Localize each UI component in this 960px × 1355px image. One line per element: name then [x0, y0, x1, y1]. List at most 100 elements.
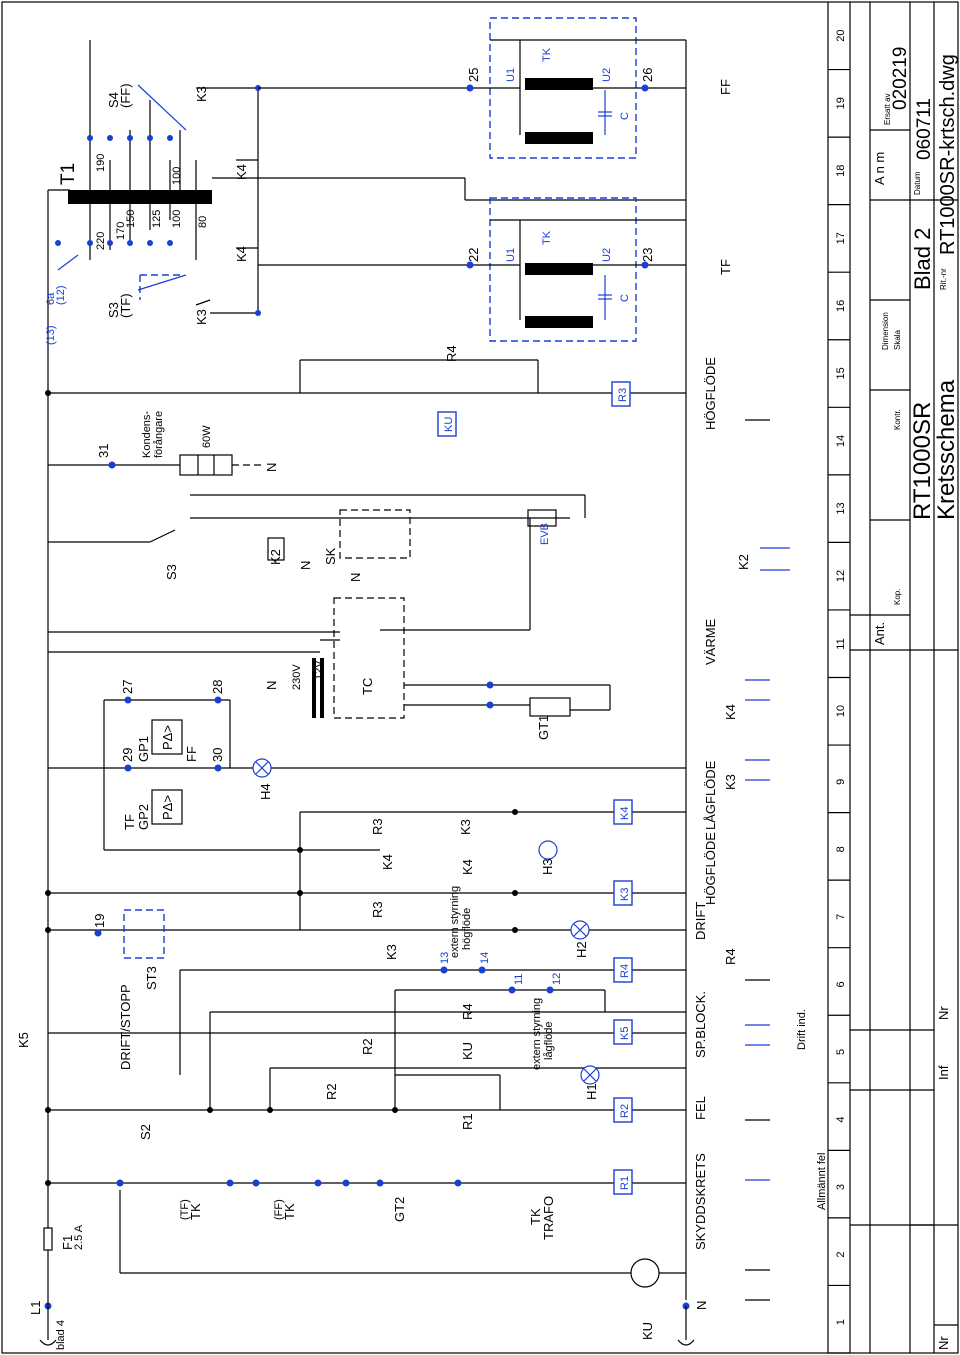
grid-column-number: 15	[835, 367, 847, 379]
r3-contact-label: R3	[370, 818, 385, 835]
title-ritnr-value: RT1000SR-krtsch.dwg	[937, 54, 959, 255]
control-block: S3 K2 N SK N EVB 230V 12V N TC GT1 VÄRME	[48, 494, 718, 740]
grid-column-number: 2	[835, 1252, 847, 1258]
drift-stopp-block: 19 ST3 DRIFT/STOPP 13 14 11 12 R4 K5 R4 …	[16, 909, 708, 1110]
tf-section-label: TF	[718, 259, 733, 275]
power-rails	[47, 40, 687, 1300]
tap-125: 125	[151, 210, 163, 228]
r2-coil-label: R2	[619, 1104, 631, 1118]
grid-column-number: 20	[835, 30, 847, 42]
tap-80: 80	[197, 216, 209, 228]
k3-coil-label: K3	[619, 888, 631, 901]
n-label: N	[694, 1301, 709, 1310]
c-tf-label: C	[619, 294, 631, 302]
grid-column-number: 4	[835, 1116, 847, 1122]
gp1-label: GP1	[136, 736, 151, 762]
gp2-label: GP2	[136, 804, 151, 830]
grid-column-number: 3	[835, 1184, 847, 1190]
r2-contact2-label: R2	[324, 1083, 339, 1100]
fel-label: FEL	[693, 1096, 708, 1120]
r3-coil-label: R3	[617, 388, 629, 402]
r4-ref-label: R4	[723, 948, 738, 965]
tr-n-label: N	[264, 681, 279, 690]
grid-column-number: 16	[835, 300, 847, 312]
fuse-rating: 2.5 A	[73, 1224, 85, 1250]
k4-top2-label: K4	[234, 164, 249, 180]
grid-column-number: 9	[835, 779, 847, 785]
title-drawing: RT1000SR	[909, 402, 936, 520]
grid-column-number: 5	[835, 1049, 847, 1055]
k4-contact2-label: K4	[460, 859, 475, 875]
relay-rows: R3 K3 K4 R3 K4 K3 H3 H2 K4 K3 extern sty…	[45, 760, 718, 960]
ext-lag-label: extern styrning	[531, 998, 543, 1070]
heater-label: 60W	[201, 425, 213, 448]
blad-label: blad 4	[55, 1320, 67, 1350]
tk-trafo-label: TK	[528, 1208, 543, 1225]
supply-section: L1 blad 4 N F1 2.5 A KU	[28, 1190, 709, 1350]
t1-label: T1	[58, 163, 79, 185]
title-dimension: Dimension	[881, 312, 890, 350]
title-datum-value: 060711	[914, 98, 935, 160]
k2-n-label: N	[298, 561, 313, 570]
t31-label: 31	[96, 444, 111, 458]
t26-label: 26	[640, 68, 655, 82]
t13-label: 13	[439, 952, 451, 964]
title-subtitle: Kretsschema	[933, 379, 960, 520]
lagflode-label: LÅGFLÖDE	[703, 760, 718, 830]
tk-ff-row-label: (FF)	[273, 1199, 285, 1220]
ku-contact-label: KU	[460, 1042, 475, 1060]
r2-contact-label: R2	[360, 1038, 375, 1055]
s3-13-label: (13)	[45, 325, 57, 345]
k4-top-label: K4	[234, 246, 249, 262]
ku-motor-label: KU	[640, 1322, 655, 1340]
s4-ff-label: (FF)	[118, 83, 133, 108]
heater-row: 31 Kondens- förångare 60W N	[48, 411, 279, 476]
gp1-pd-label: PΔ>	[160, 725, 175, 750]
grid-column-number: 19	[835, 97, 847, 109]
k3-contact2-label: K3	[384, 944, 399, 960]
s3-tf-label: (TF)	[118, 293, 133, 318]
grid-column-number: 12	[835, 570, 847, 582]
hogflode1-label: HÖGFLÖDE	[703, 832, 718, 905]
tk-tf-row-label: (TF)	[179, 1199, 191, 1220]
t19-label: 19	[92, 914, 107, 928]
v230-label: 230V	[291, 664, 303, 690]
grid-column-number: 13	[835, 502, 847, 514]
gp2-pd-label: PΔ>	[160, 795, 175, 820]
tap-190: 190	[95, 154, 107, 172]
grid-column-number: 1	[835, 1319, 847, 1325]
tap-150: 150	[125, 210, 137, 228]
grid-column-number: 11	[835, 638, 847, 649]
h1-label: H1	[584, 1083, 599, 1100]
ku-relay-label: KU	[443, 417, 455, 432]
u2-tf-label: U2	[601, 248, 613, 262]
trafo-label: TRAFO	[541, 1196, 556, 1240]
cooler-ff: 25 26 U1 U2 C TK FF	[466, 17, 733, 159]
transformer-t1: T1 220 190 170 150 125 100 100 80 (13) 6…	[45, 40, 212, 345]
evb-label: EVB	[539, 523, 551, 545]
gt2-label: GT2	[392, 1197, 407, 1222]
k2-ref-label: K2	[736, 554, 751, 570]
kondens-label: Kondens-	[141, 411, 153, 458]
k3-top-label: K3	[194, 309, 209, 325]
s2-label: S2	[138, 1124, 153, 1140]
fuse-label: F1	[60, 1235, 75, 1250]
tk-ff-label: TK	[541, 47, 553, 62]
c-ff-label: C	[619, 112, 631, 120]
tap-100b: 100	[171, 167, 183, 185]
skyddskrets-label: SKYDDSKRETS	[693, 1153, 708, 1250]
varme-label: VÄRME	[703, 618, 718, 665]
ff-box-label: FF	[184, 746, 199, 762]
tk-row2-label: TK	[282, 1203, 297, 1220]
s3-6a-label: 6a	[45, 292, 57, 305]
l1-label: L1	[28, 1301, 43, 1315]
ext-lag2-label: lågflöde	[543, 1021, 555, 1060]
t14-label: 14	[479, 952, 491, 964]
tap-220: 220	[95, 232, 107, 250]
h4-label: H4	[258, 783, 273, 800]
s3-12-label: (12)	[55, 285, 67, 305]
t30-label: 30	[210, 748, 225, 762]
ext-hog2-label: högflöde	[461, 908, 473, 950]
